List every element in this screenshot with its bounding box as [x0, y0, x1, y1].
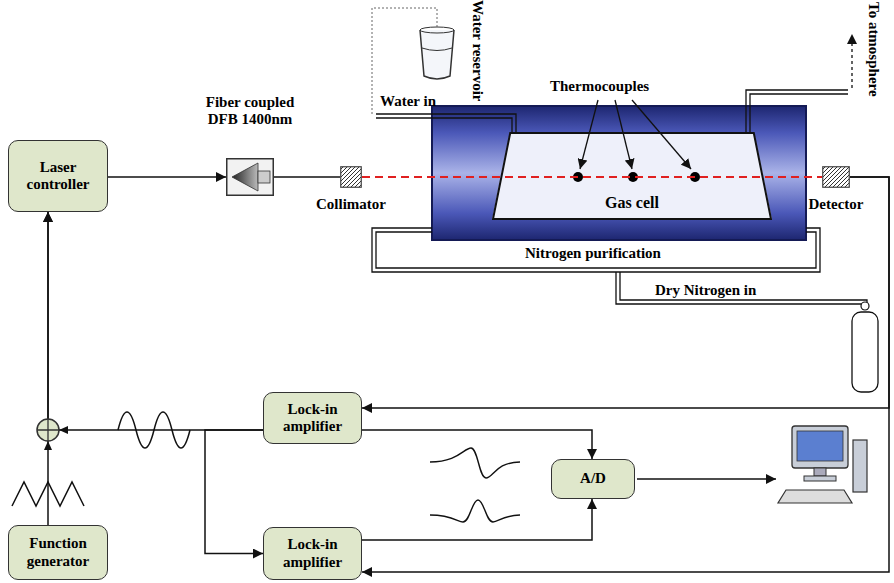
second-harmonic-signal [430, 500, 520, 522]
vent-arrow [851, 34, 852, 88]
controller-box: Laser controller [8, 140, 108, 212]
thermocouple-leaders [580, 100, 691, 169]
reservoir-label: Water reservoir [469, 0, 486, 101]
laser-beam [362, 176, 822, 178]
laser-source: Fiber coupled DFB 1400nm [226, 158, 274, 196]
thermocouple-label: Thermocouples [550, 78, 649, 95]
box-label: Laser controller [15, 159, 101, 194]
laser-icon [226, 158, 274, 196]
box-label: Lock-in amplifier [270, 401, 355, 436]
optical-fiber [274, 176, 340, 178]
hatched-block [822, 166, 850, 188]
modulation-line [48, 212, 263, 430]
drive-arrow [108, 176, 226, 178]
part-label: Fiber coupled DFB 1400nm [190, 94, 310, 129]
adder-input-arrow [44, 441, 52, 450]
fiber-port [258, 171, 270, 183]
adder-circle [37, 419, 59, 441]
water-tube [372, 8, 437, 114]
hatched-fill [823, 167, 850, 188]
gas-cell: Gas cell [492, 132, 772, 220]
first-harmonic-signal [430, 448, 520, 478]
box-label: A/D [580, 470, 606, 487]
cell-trapezoid [493, 133, 771, 219]
part-label: Detector [809, 196, 864, 213]
nitrogen-loop [372, 228, 867, 310]
laser-cone [232, 163, 258, 191]
detector-block: Detector [822, 166, 850, 188]
lockin-box: Lock-in amplifier [263, 527, 362, 580]
vent-label: To atmosphere [865, 2, 882, 97]
nitrogen-cylinder [852, 302, 878, 392]
adc-box: A/D [551, 459, 635, 499]
output-line [362, 430, 592, 459]
output-line [362, 499, 592, 540]
outlet-pipe [746, 90, 848, 132]
signal-line [362, 177, 889, 572]
box-label: Function generator [15, 535, 101, 570]
gas-cell-interior [492, 132, 772, 220]
gas-supply-label: Dry Nitrogen in [655, 282, 756, 299]
purge-label: Nitrogen purification [525, 245, 661, 262]
adder-cross [37, 419, 59, 441]
water-in-pipe [376, 114, 516, 132]
box-label: Gas cell [605, 194, 659, 212]
computer-icon [778, 426, 867, 503]
signal-line [362, 177, 889, 408]
hatched-fill [341, 167, 362, 188]
water-reservoir-beaker [420, 27, 454, 79]
reference-line [205, 430, 263, 554]
adder-input-arrow [59, 426, 68, 434]
inlet-label: Water in [380, 93, 436, 110]
part-label: Collimator [316, 196, 386, 213]
generator-box: Function generator [8, 525, 108, 580]
box-label: Lock-in amplifier [270, 536, 355, 571]
hatched-block [340, 166, 362, 188]
lockin-box: Lock-in amplifier [263, 392, 362, 444]
laser-housing [227, 159, 274, 196]
collimator-block: Collimator [340, 166, 362, 188]
data-arrow [637, 478, 776, 480]
ramp-line [47, 212, 49, 525]
